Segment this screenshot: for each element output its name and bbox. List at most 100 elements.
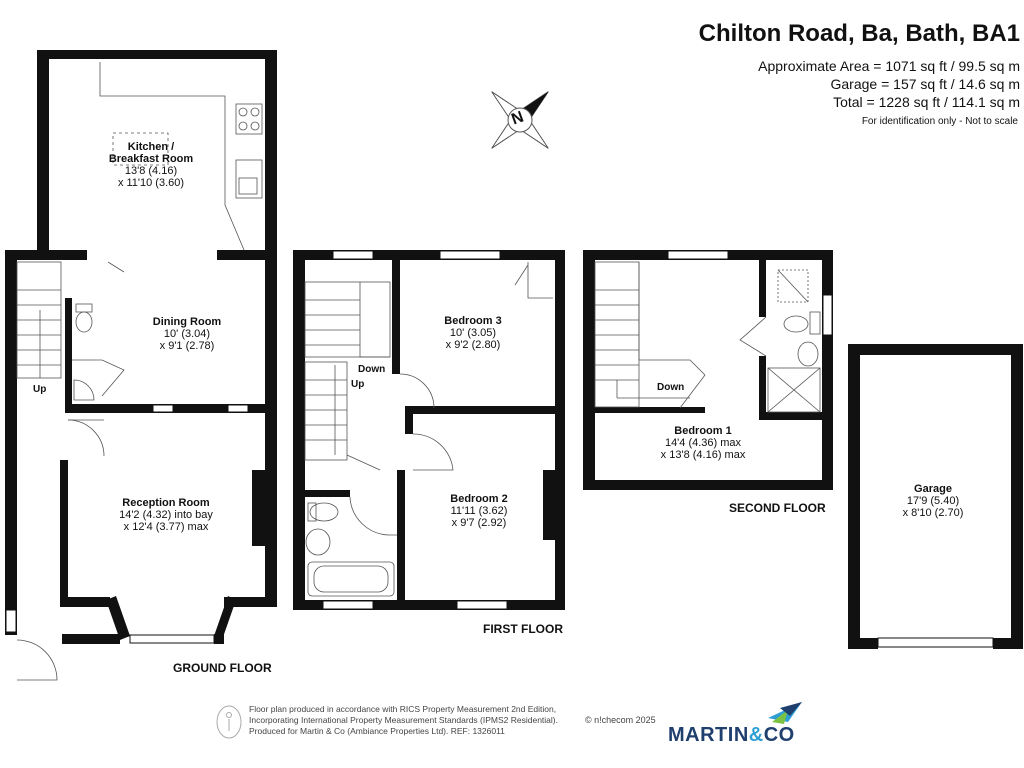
- wall: [583, 480, 833, 490]
- door-swing: [16, 639, 58, 681]
- floor-label-second: SECOND FLOOR: [729, 501, 826, 515]
- shower-tray: [777, 269, 809, 303]
- door-swing: [72, 359, 125, 397]
- property-title: Chilton Road, Ba, Bath, BA1: [698, 20, 1020, 47]
- room-dimension: 17'9 (5.40): [906, 495, 960, 507]
- door-swing: [67, 419, 105, 457]
- wall: [224, 597, 277, 607]
- room-label-garage: Garage 17'9 (5.40) x 8'10 (2.70): [903, 483, 964, 519]
- window: [152, 404, 174, 413]
- wall: [1011, 344, 1023, 649]
- wall: [265, 50, 277, 258]
- wall: [405, 406, 413, 434]
- window: [332, 250, 374, 260]
- area-line-total: Total = 1228 sq ft / 114.1 sq m: [833, 94, 1020, 110]
- garage-door: [877, 637, 994, 648]
- bath: [307, 561, 395, 597]
- window: [129, 634, 215, 644]
- wall: [60, 460, 68, 605]
- room-name: Reception Room: [122, 497, 210, 509]
- worktop-line: [99, 62, 245, 251]
- brand-name-part: MARTIN: [668, 724, 749, 746]
- window: [456, 600, 508, 610]
- wall: [293, 250, 565, 260]
- window: [322, 600, 374, 610]
- footer-line: Incorporating International Property Mea…: [249, 715, 558, 725]
- window: [439, 250, 501, 260]
- stairs-up-label: Up: [33, 384, 47, 395]
- wall: [848, 344, 1023, 355]
- wall: [759, 356, 766, 414]
- wall: [214, 596, 236, 640]
- window: [822, 294, 833, 336]
- footer-line: Floor plan produced in accordance with R…: [249, 704, 557, 714]
- wall: [5, 250, 87, 260]
- floor-label-ground: GROUND FLOOR: [173, 661, 272, 675]
- room-dimension: x 8'10 (2.70): [902, 507, 964, 519]
- footer-disclaimer: Floor plan produced in accordance with R…: [249, 704, 558, 737]
- person-icon: [216, 705, 242, 739]
- stairs-down-label: Down: [358, 364, 386, 375]
- wall: [106, 596, 130, 640]
- copyright-text: © n!checom 2025: [585, 715, 656, 725]
- wall: [555, 250, 565, 610]
- shower-tray: [767, 367, 821, 413]
- room-label-dining: Dining Room 10' (3.04) x 9'1 (2.78): [153, 316, 221, 352]
- door-swing: [107, 261, 125, 273]
- wall: [37, 50, 277, 59]
- wall: [65, 298, 72, 411]
- room-name: Dining Room: [152, 316, 222, 328]
- brand-ampersand: &: [748, 724, 764, 746]
- room-name: Breakfast Room: [108, 153, 194, 165]
- wall: [265, 250, 277, 600]
- stairs: [304, 361, 348, 461]
- room-label-kitchen: Kitchen / Breakfast Room 13'8 (4.16) x 1…: [109, 141, 193, 189]
- wall: [848, 344, 860, 649]
- wall: [583, 250, 595, 490]
- kitchen-island: [112, 132, 169, 166]
- wall: [305, 490, 350, 497]
- martin-co-logo-icon: [768, 702, 802, 724]
- floor-label-first: FIRST FLOOR: [483, 622, 563, 636]
- door-swing: [412, 433, 454, 471]
- room-name: Bedroom 2: [450, 493, 508, 505]
- wall: [37, 50, 49, 252]
- room-dimension: x 12'4 (3.77) max: [123, 521, 209, 533]
- window: [227, 404, 249, 413]
- wall: [397, 470, 405, 600]
- door-swing: [399, 373, 435, 409]
- brand-logo-text: MARTIN&CO: [668, 724, 795, 747]
- room-dimension: x 9'7 (2.92): [451, 517, 507, 529]
- door-swing: [349, 496, 397, 536]
- door-swing: [739, 316, 767, 357]
- room-dimension: 14'4 (4.36) max: [664, 437, 742, 449]
- wall: [543, 470, 555, 540]
- area-line-garage: Garage = 157 sq ft / 14.6 sq m: [830, 76, 1021, 92]
- wall: [293, 600, 565, 610]
- wall: [252, 470, 265, 546]
- room-dimension: x 9'1 (2.78): [159, 340, 215, 352]
- room-dimension: 11'11 (3.62): [450, 505, 508, 517]
- room-label-bedroom-3: Bedroom 3 10' (3.05) x 9'2 (2.80): [444, 315, 501, 351]
- wall: [405, 406, 565, 414]
- wall: [293, 250, 305, 610]
- room-name: Bedroom 3: [444, 315, 502, 327]
- brand-name-part: CO: [763, 724, 795, 746]
- room-label-bedroom-1: Bedroom 1 14'4 (4.36) max x 13'8 (4.16) …: [661, 425, 746, 461]
- wall: [392, 260, 400, 374]
- room-dimension: x 9'2 (2.80): [445, 339, 501, 351]
- wall: [993, 638, 1023, 649]
- identification-note: For identification only - Not to scale: [861, 116, 1018, 127]
- room-dimension: 13'8 (4.16): [124, 165, 178, 177]
- room-dimension: 14'2 (4.32) into bay: [119, 509, 213, 521]
- room-dimension: x 11'10 (3.60): [117, 177, 185, 189]
- wall: [595, 407, 705, 413]
- room-dimension: x 13'8 (4.16) max: [660, 449, 746, 461]
- room-label-bedroom-2: Bedroom 2 11'11 (3.62) x 9'7 (2.92): [450, 493, 507, 529]
- room-name: Garage: [914, 483, 952, 495]
- room-dimension: 10' (3.04): [163, 328, 211, 340]
- room-dimension: 10' (3.05): [449, 327, 497, 339]
- wall: [822, 250, 833, 490]
- wall: [62, 634, 120, 644]
